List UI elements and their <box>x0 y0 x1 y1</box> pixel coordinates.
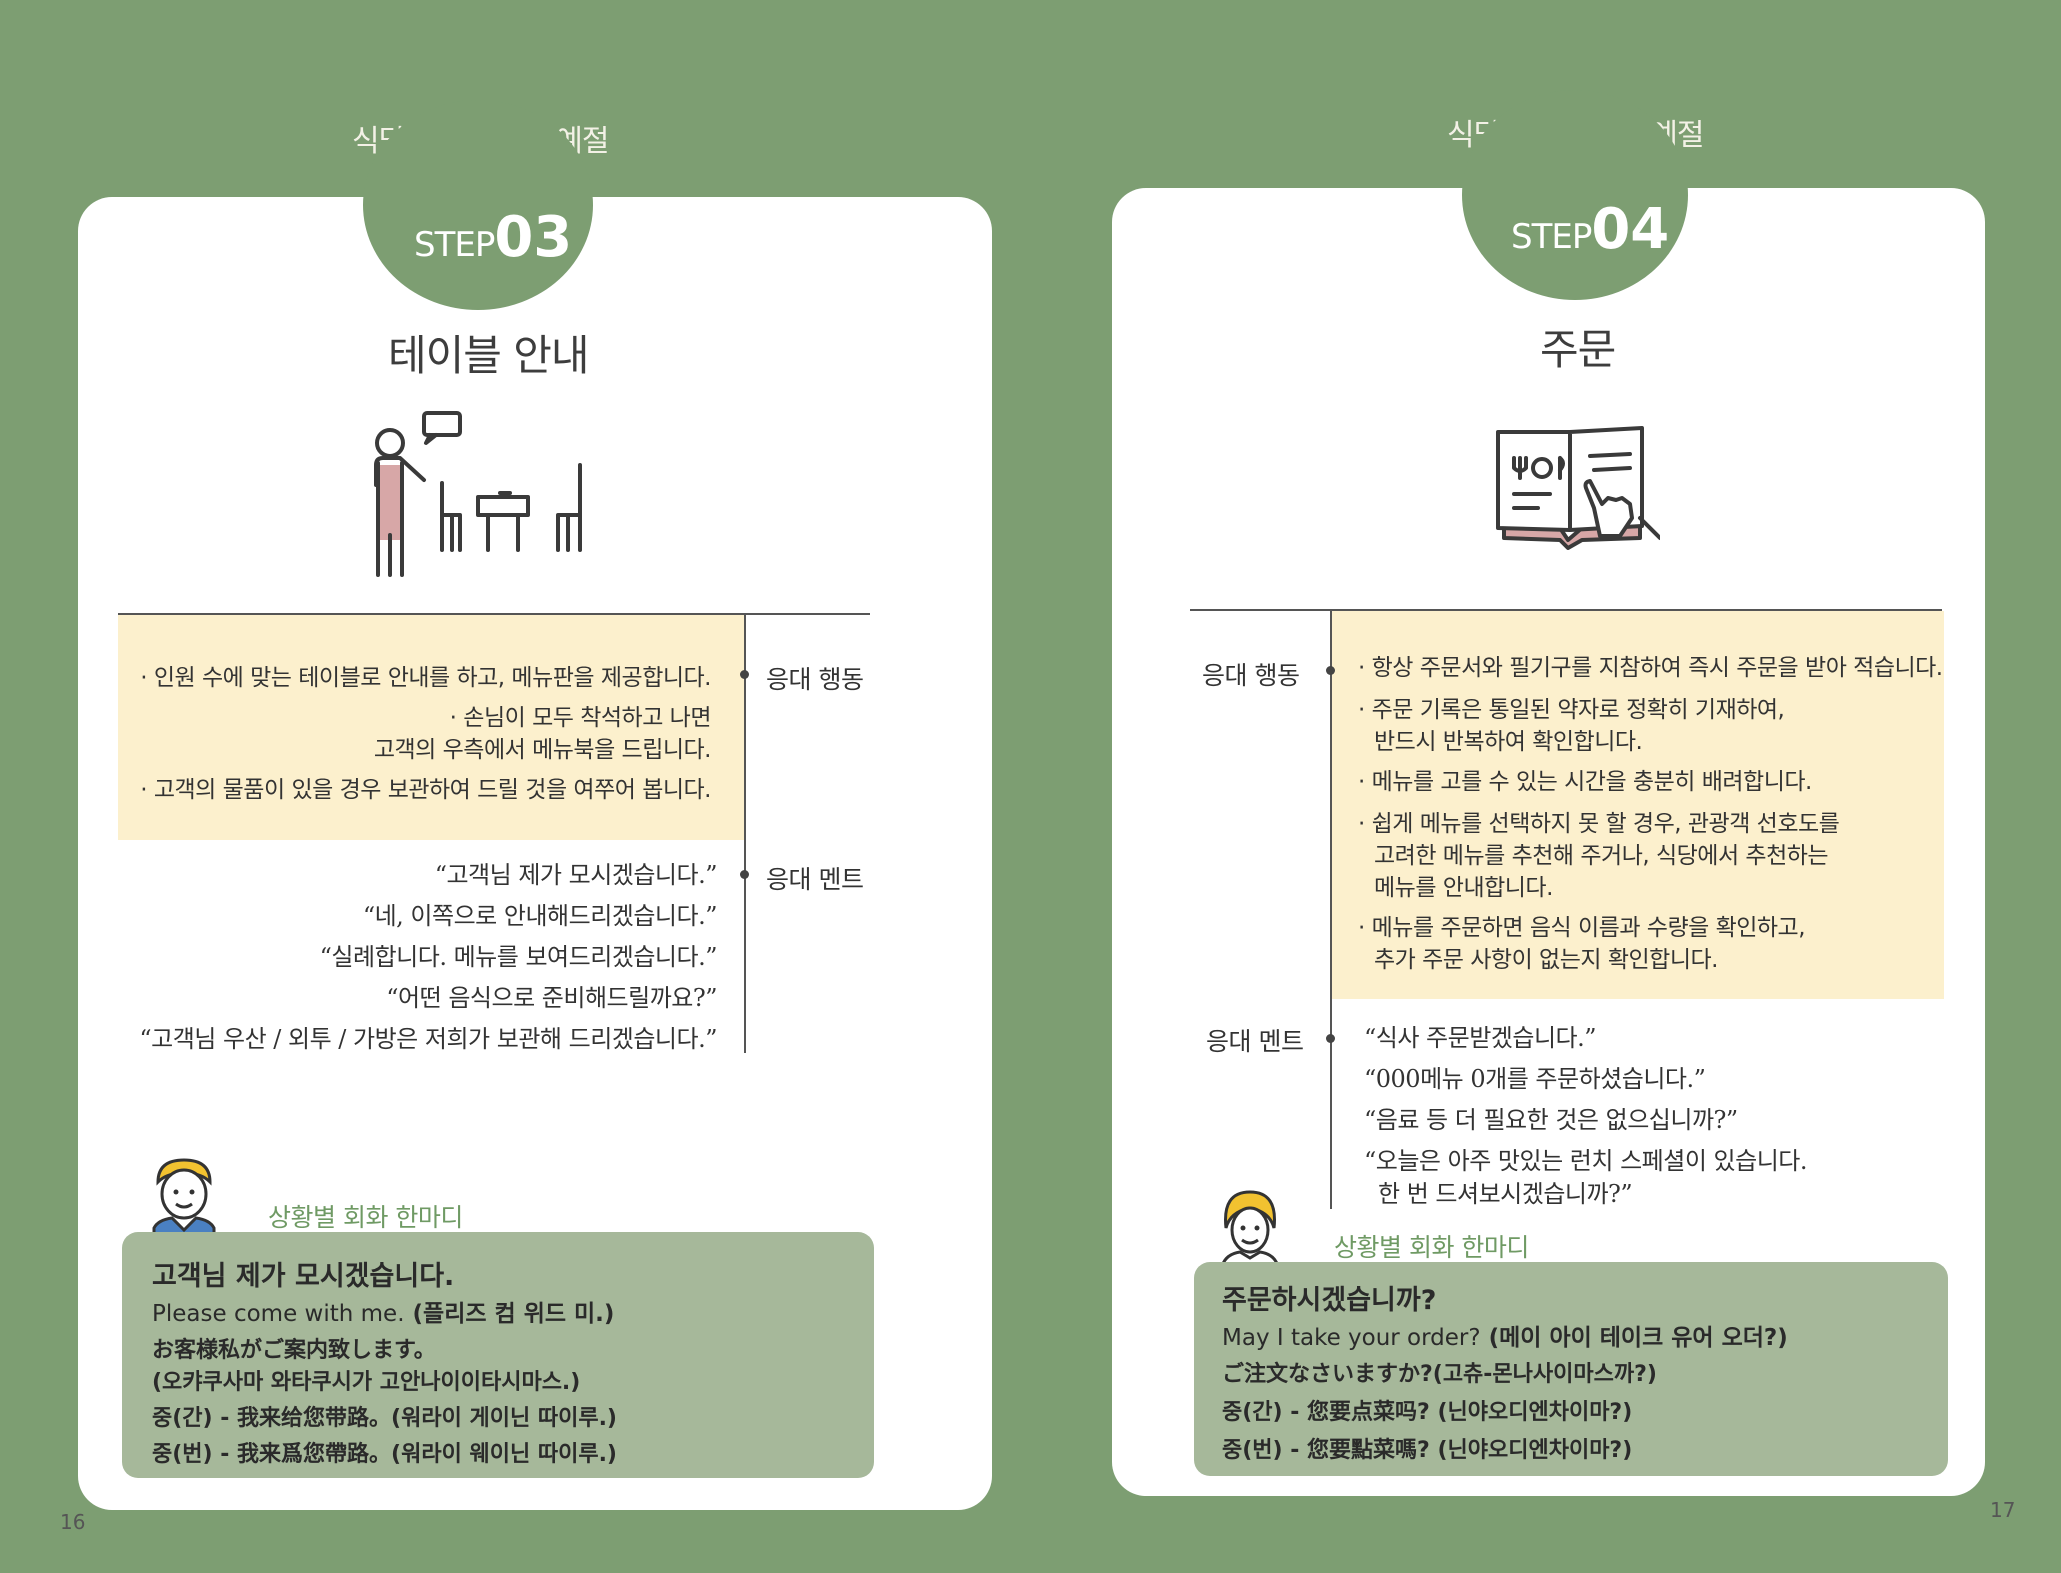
left-conv-chinese-traditional: 중(번) - 我来爲您帶路。(워라이 웨이닌 따이루.) <box>152 1442 617 1467</box>
right-bullet-5-cont: 추가 주문 사항이 없는지 확인합니다. <box>1374 947 1718 973</box>
left-row1-label: 응대 행동 <box>766 665 864 694</box>
right-bullet-3: · 메뉴를 고를 수 있는 시간을 충분히 배려합니다. <box>1358 769 1812 795</box>
right-conv-chinese-traditional: 중(번) - 您要點菜嗎? (닌야오디엔차이마?) <box>1222 1438 1633 1463</box>
left-conversation-box: 고객님 제가 모시겠습니다. Please come with me. (플리즈… <box>122 1232 874 1478</box>
step-label: STEP <box>1511 217 1592 257</box>
right-conv-chinese-simplified: 중(간) - 您要点菜吗? (닌야오디엔차이마?) <box>1222 1400 1633 1425</box>
right-bullet-4: · 쉽게 메뉴를 선택하지 못 할 경우, 관광객 선호도를 <box>1358 811 1840 837</box>
left-section-title: 테이블 안내 <box>388 331 590 380</box>
step-04-badge <box>1462 90 1688 300</box>
left-bullet-2: · 손님이 모두 착석하고 나면 <box>449 705 712 731</box>
left-ment-3: “실례합니다. 메뉴를 보여드리겠습니다.” <box>319 943 718 971</box>
right-bullet-4-cont-2: 메뉴를 안내합니다. <box>1374 875 1553 901</box>
right-page-number: 17 <box>1990 1498 2016 1522</box>
left-ment-4: “어떤 음식으로 준비해드릴까요?” <box>386 984 717 1012</box>
left-bullet-2-cont: 고객의 우측에서 메뉴북을 드립니다. <box>373 737 712 763</box>
right-ment-5: 한 번 드셔보시겠습니까?” <box>1378 1180 1633 1208</box>
right-vertical-rule <box>1330 609 1332 1209</box>
menu-book-pointing-hand-icon <box>1496 426 1660 550</box>
right-conv-title: 주문하시겠습니까? <box>1222 1285 1437 1316</box>
left-top-rule <box>118 613 870 615</box>
right-row2-dot <box>1326 1034 1335 1043</box>
right-conv-japanese: ご注文なさいますか?(고츄-몬나사이마스까?) <box>1222 1362 1657 1387</box>
step-number: 03 <box>494 205 573 270</box>
right-conversation-box: 주문하시겠습니까? May I take your order? (메이 아이 … <box>1194 1262 1948 1476</box>
left-conv-japanese-pron: (오캬쿠사마 와타쿠시가 고안나이이타시마스.) <box>152 1370 581 1395</box>
right-conversation-label: 상황별 회화 한마디 <box>1334 1233 1529 1262</box>
waiter-guiding-to-table-icon <box>374 411 582 577</box>
left-row2-dot <box>740 870 749 879</box>
left-action-highlight <box>118 615 744 840</box>
right-bullet-1: · 항상 주문서와 필기구를 지참하여 즉시 주문을 받아 적습니다. <box>1358 655 1943 681</box>
right-ment-4: “오늘은 아주 맛있는 런치 스페셜이 있습니다. <box>1364 1147 1807 1175</box>
left-ment-1: “고객님 제가 모시겠습니다.” <box>434 861 718 889</box>
right-conv-english: May I take your order? (메이 아이 테이크 유어 오더?… <box>1222 1325 1788 1351</box>
left-bullet-3: · 고객의 물품이 있을 경우 보관하여 드릴 것을 여쭈어 봅니다. <box>140 777 711 803</box>
step-label: STEP <box>414 225 495 265</box>
right-top-rule <box>1190 609 1942 611</box>
right-action-highlight <box>1332 611 1944 999</box>
step-04-text: STEP04 <box>1511 197 1669 262</box>
right-ment-2: “000메뉴 0개를 주문하셨습니다.” <box>1364 1065 1706 1093</box>
left-row1-dot <box>740 670 749 679</box>
left-page-number: 16 <box>60 1510 86 1534</box>
left-ment-5: “고객님 우산 / 외투 / 가방은 저희가 보관해 드리겠습니다.” <box>139 1025 717 1053</box>
right-bullet-2-cont: 반드시 반복하여 확인합니다. <box>1374 729 1643 755</box>
right-row2-label: 응대 멘트 <box>1206 1027 1304 1056</box>
female-staff-avatar-icon <box>1220 1190 1280 1266</box>
left-row2-label: 응대 멘트 <box>766 865 864 894</box>
right-ment-1: “식사 주문받겠습니다.” <box>1364 1024 1597 1052</box>
left-ment-2: “네, 이쪽으로 안내해드리겠습니다.” <box>362 902 718 930</box>
right-row1-label: 응대 행동 <box>1202 661 1300 690</box>
right-row1-dot <box>1326 666 1335 675</box>
left-conv-chinese-simplified: 중(간) - 我来给您带路。(워라이 게이닌 따이루.) <box>152 1406 617 1431</box>
step-number: 04 <box>1591 197 1670 262</box>
left-conversation-label: 상황별 회화 한마디 <box>268 1203 463 1232</box>
left-conv-english: Please come with me. (플리즈 컴 위드 미.) <box>152 1301 615 1327</box>
step-03-text: STEP03 <box>414 205 572 270</box>
left-vertical-rule <box>744 613 746 1053</box>
right-bullet-4-cont-1: 고려한 메뉴를 추천해 주거나, 식당에서 추천하는 <box>1374 843 1829 869</box>
left-bullet-1: · 인원 수에 맞는 테이블로 안내를 하고, 메뉴판을 제공합니다. <box>140 665 711 691</box>
step-03-badge <box>363 100 593 310</box>
right-bullet-2: · 주문 기록은 통일된 약자로 정확히 기재하여, <box>1358 697 1785 723</box>
right-ment-3: “음료 등 더 필요한 것은 없으십니까?” <box>1364 1106 1738 1134</box>
right-bullet-5: · 메뉴를 주문하면 음식 이름과 수량을 확인하고, <box>1358 915 1806 941</box>
left-conv-japanese: お客様私がご案内致します。 <box>152 1338 436 1363</box>
left-conv-title: 고객님 제가 모시겠습니다. <box>152 1261 455 1292</box>
right-section-title: 주문 <box>1540 325 1616 374</box>
male-staff-avatar-icon <box>152 1158 216 1240</box>
